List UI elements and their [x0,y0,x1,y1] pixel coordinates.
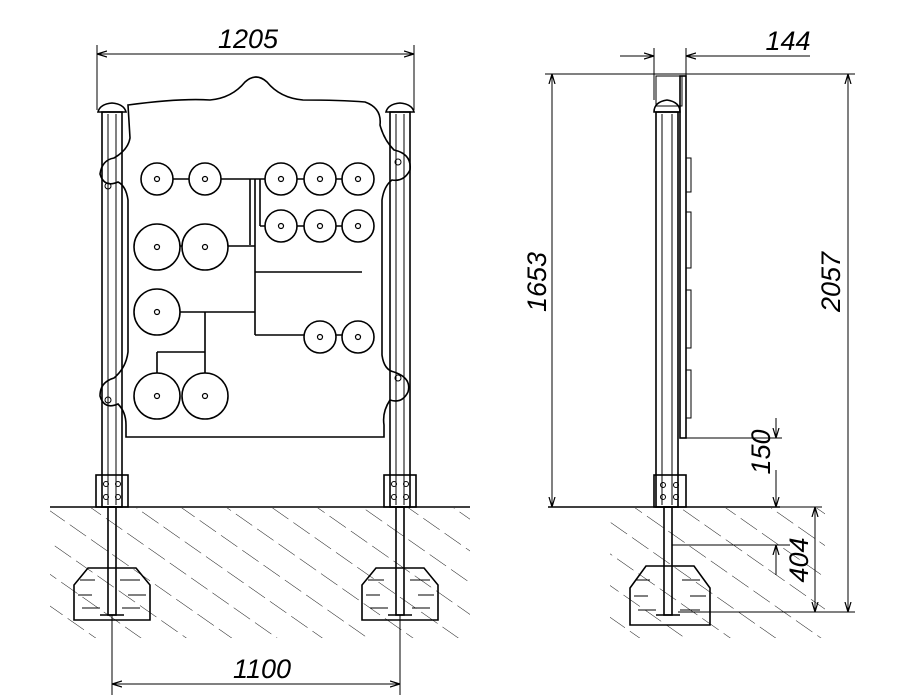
foundation-side [629,565,711,626]
dim-label-total-width: 1205 [218,24,279,54]
dim-label-height-above-ground: 1653 [522,252,552,312]
wheel-row-1-left [140,162,222,196]
dimension-height-above-ground: 1653 [522,74,552,507]
wheel-row-2-left [133,223,229,271]
ground-hatch-front [50,506,470,638]
wheel-row-2-right [264,209,375,243]
dimension-panel-clearance: 150 [686,418,782,507]
dimension-total-height: 2057 [678,74,855,613]
post-left [95,102,129,616]
panel-outline [99,76,411,438]
ground-hatch-side [548,506,825,638]
wheel-row-3-left [133,288,181,336]
dimension-total-width: 1205 [96,24,415,110]
front-view: 1205 1100 [50,24,470,695]
post-right [383,102,417,616]
foundation-right [361,567,439,621]
foundation-left [73,567,151,621]
dim-label-total-height: 2057 [816,251,846,313]
wheel-row-4-left [133,372,229,420]
connecting-rods [150,178,362,396]
side-view: 144 1653 2057 150 404 [522,26,855,638]
dim-label-panel-clearance: 150 [746,429,776,474]
dim-label-foundation-depth: 404 [784,537,814,582]
post-side [653,75,687,616]
dimension-foundation-depth: 404 [672,506,822,612]
wheel-row-1-right [264,162,375,196]
dimension-post-spacing: 1100 [111,615,401,695]
dim-label-profile-depth: 144 [765,26,810,56]
wheel-row-3-right [303,320,375,354]
dimension-profile-depth: 144 [620,26,811,100]
panel-side [679,75,692,439]
dim-label-post-spacing: 1100 [233,654,291,684]
